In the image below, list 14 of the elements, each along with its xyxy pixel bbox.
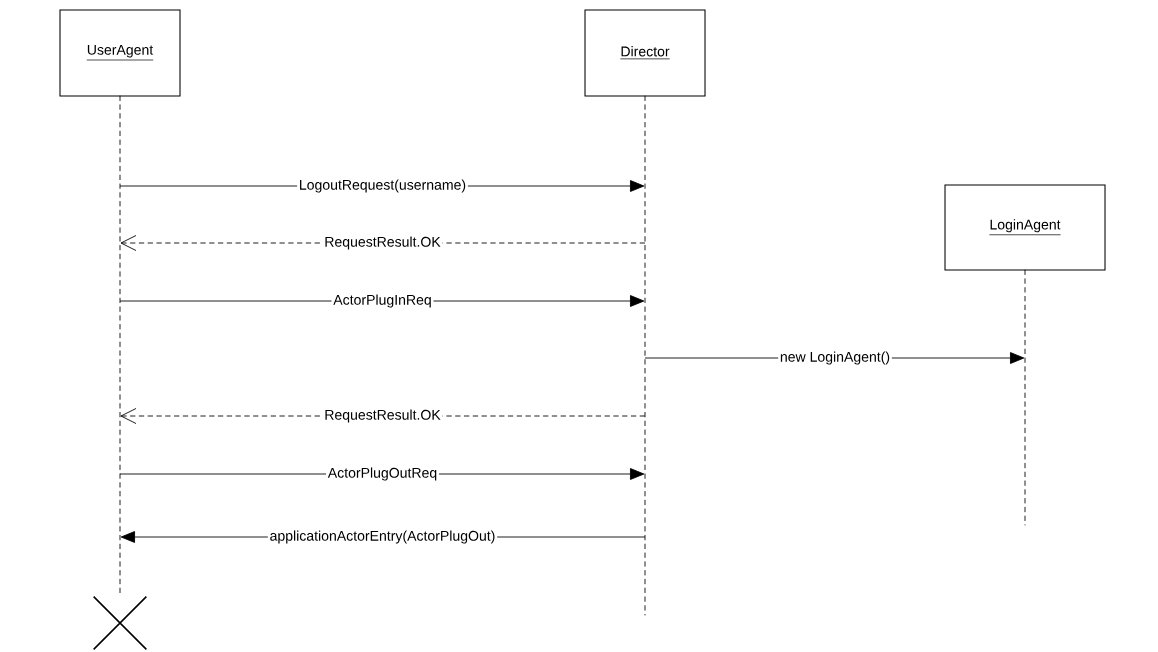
edge-label: ActorPlugInReq (333, 294, 431, 308)
object-box: UserAgent (59, 9, 181, 97)
object-box: Director (584, 9, 706, 97)
destruction-mark (92, 595, 148, 651)
edge-label: applicationActorEntry(ActorPlugOut) (270, 530, 495, 544)
lifeline (1024, 269, 1026, 526)
lifeline (119, 95, 121, 596)
edge-label: RequestResult.OK (325, 409, 441, 423)
edge-label: RequestResult.OK (325, 236, 441, 250)
edge-label: ActorPlugOutReq (327, 467, 437, 481)
lifeline (644, 95, 646, 616)
edge-label: LogoutRequest(username) (300, 179, 466, 193)
object-box: LoginAgent (944, 184, 1106, 271)
edge-label: new LoginAgent() (780, 351, 890, 365)
